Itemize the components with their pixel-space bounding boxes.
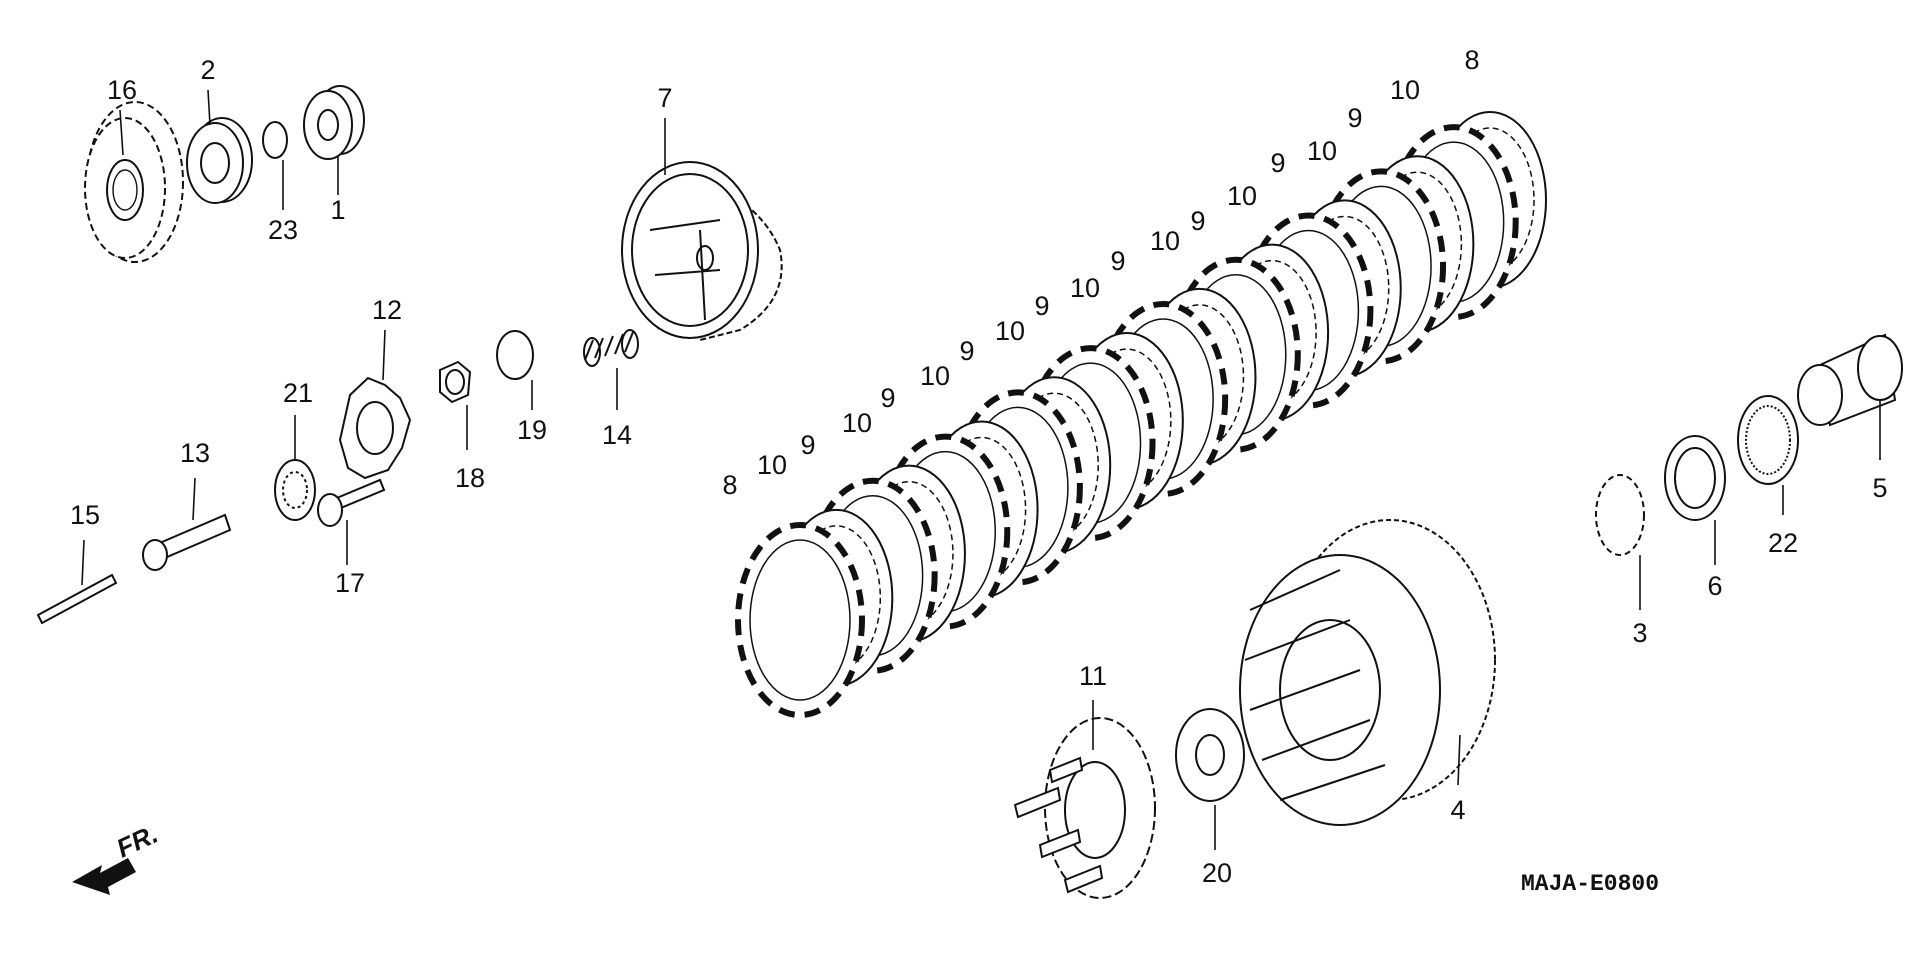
washer-23 <box>262 121 288 159</box>
callout-9-a: 9 <box>800 430 815 460</box>
callout-9-d: 9 <box>1034 291 1049 321</box>
callout-7: 7 <box>657 83 672 113</box>
callout-5: 5 <box>1872 473 1887 503</box>
callout-20: 20 <box>1202 858 1232 888</box>
callout-10-c: 10 <box>920 361 950 391</box>
clutch-plate-stack <box>735 111 1547 718</box>
callout-10-e: 10 <box>1070 273 1100 303</box>
callout-8-rear: 8 <box>1464 45 1479 75</box>
bearing-2 <box>186 117 253 204</box>
pressure-plate-11 <box>1013 717 1156 899</box>
callout-23: 23 <box>268 215 298 245</box>
callout-10-a: 10 <box>757 450 787 480</box>
friction-disc-inner <box>749 539 851 701</box>
callout-12: 12 <box>372 295 402 325</box>
callout-10-d: 10 <box>995 316 1025 346</box>
bolt-17 <box>317 478 386 527</box>
callout-9-b: 9 <box>880 383 895 413</box>
needle-bearing-22 <box>1737 395 1799 485</box>
front-direction-arrow: FR. <box>72 819 163 895</box>
lock-washer-3 <box>1595 474 1645 556</box>
callout-10-i: 10 <box>1390 75 1420 105</box>
callout-6: 6 <box>1707 571 1722 601</box>
callout-10-h: 10 <box>1307 136 1337 166</box>
lifter-plate-12 <box>338 376 412 480</box>
callout-16: 16 <box>107 75 137 105</box>
leader-lines <box>81 89 1881 850</box>
nut-18 <box>439 360 472 404</box>
callout-19: 19 <box>517 415 547 445</box>
spring-14 <box>583 329 639 367</box>
callout-9-c: 9 <box>959 336 974 366</box>
pushrod-13 <box>142 513 232 571</box>
callout-10-b: 10 <box>842 408 872 438</box>
collar-1 <box>303 85 365 160</box>
thrust-washer-20 <box>1175 708 1245 802</box>
diagram-code: MAJA-E0800 <box>1521 871 1659 897</box>
callout-9-f: 9 <box>1190 206 1205 236</box>
bearing-21 <box>274 459 316 521</box>
guide-5 <box>1797 333 1903 427</box>
washer-6 <box>1664 435 1726 521</box>
callout-18: 18 <box>455 463 485 493</box>
callout-14: 14 <box>602 420 632 450</box>
callout-10-f: 10 <box>1150 226 1180 256</box>
gear-16 <box>84 101 184 263</box>
clutch-outer-7 <box>621 161 783 342</box>
callout-11: 11 <box>1079 661 1107 691</box>
callouts: 16 2 23 1 7 12 21 13 15 17 18 19 14 8 10… <box>70 45 1888 888</box>
callout-21: 21 <box>283 378 313 408</box>
callout-3: 3 <box>1632 618 1647 648</box>
friction-disc <box>735 522 865 718</box>
callout-8-front: 8 <box>722 470 737 500</box>
callout-9-h: 9 <box>1347 103 1362 133</box>
callout-9-g: 9 <box>1270 148 1285 178</box>
clutch-center-4 <box>1239 519 1496 826</box>
callout-13: 13 <box>180 438 210 468</box>
callout-2: 2 <box>200 55 215 85</box>
callout-22: 22 <box>1768 528 1798 558</box>
callout-15: 15 <box>70 500 100 530</box>
callout-1: 1 <box>330 195 345 225</box>
callout-17: 17 <box>335 568 365 598</box>
callout-4: 4 <box>1450 795 1465 825</box>
rod-15 <box>36 573 118 625</box>
callout-10-g: 10 <box>1227 181 1257 211</box>
front-direction-label: FR. <box>112 819 163 864</box>
washer-19 <box>496 330 534 380</box>
callout-9-e: 9 <box>1110 246 1125 276</box>
